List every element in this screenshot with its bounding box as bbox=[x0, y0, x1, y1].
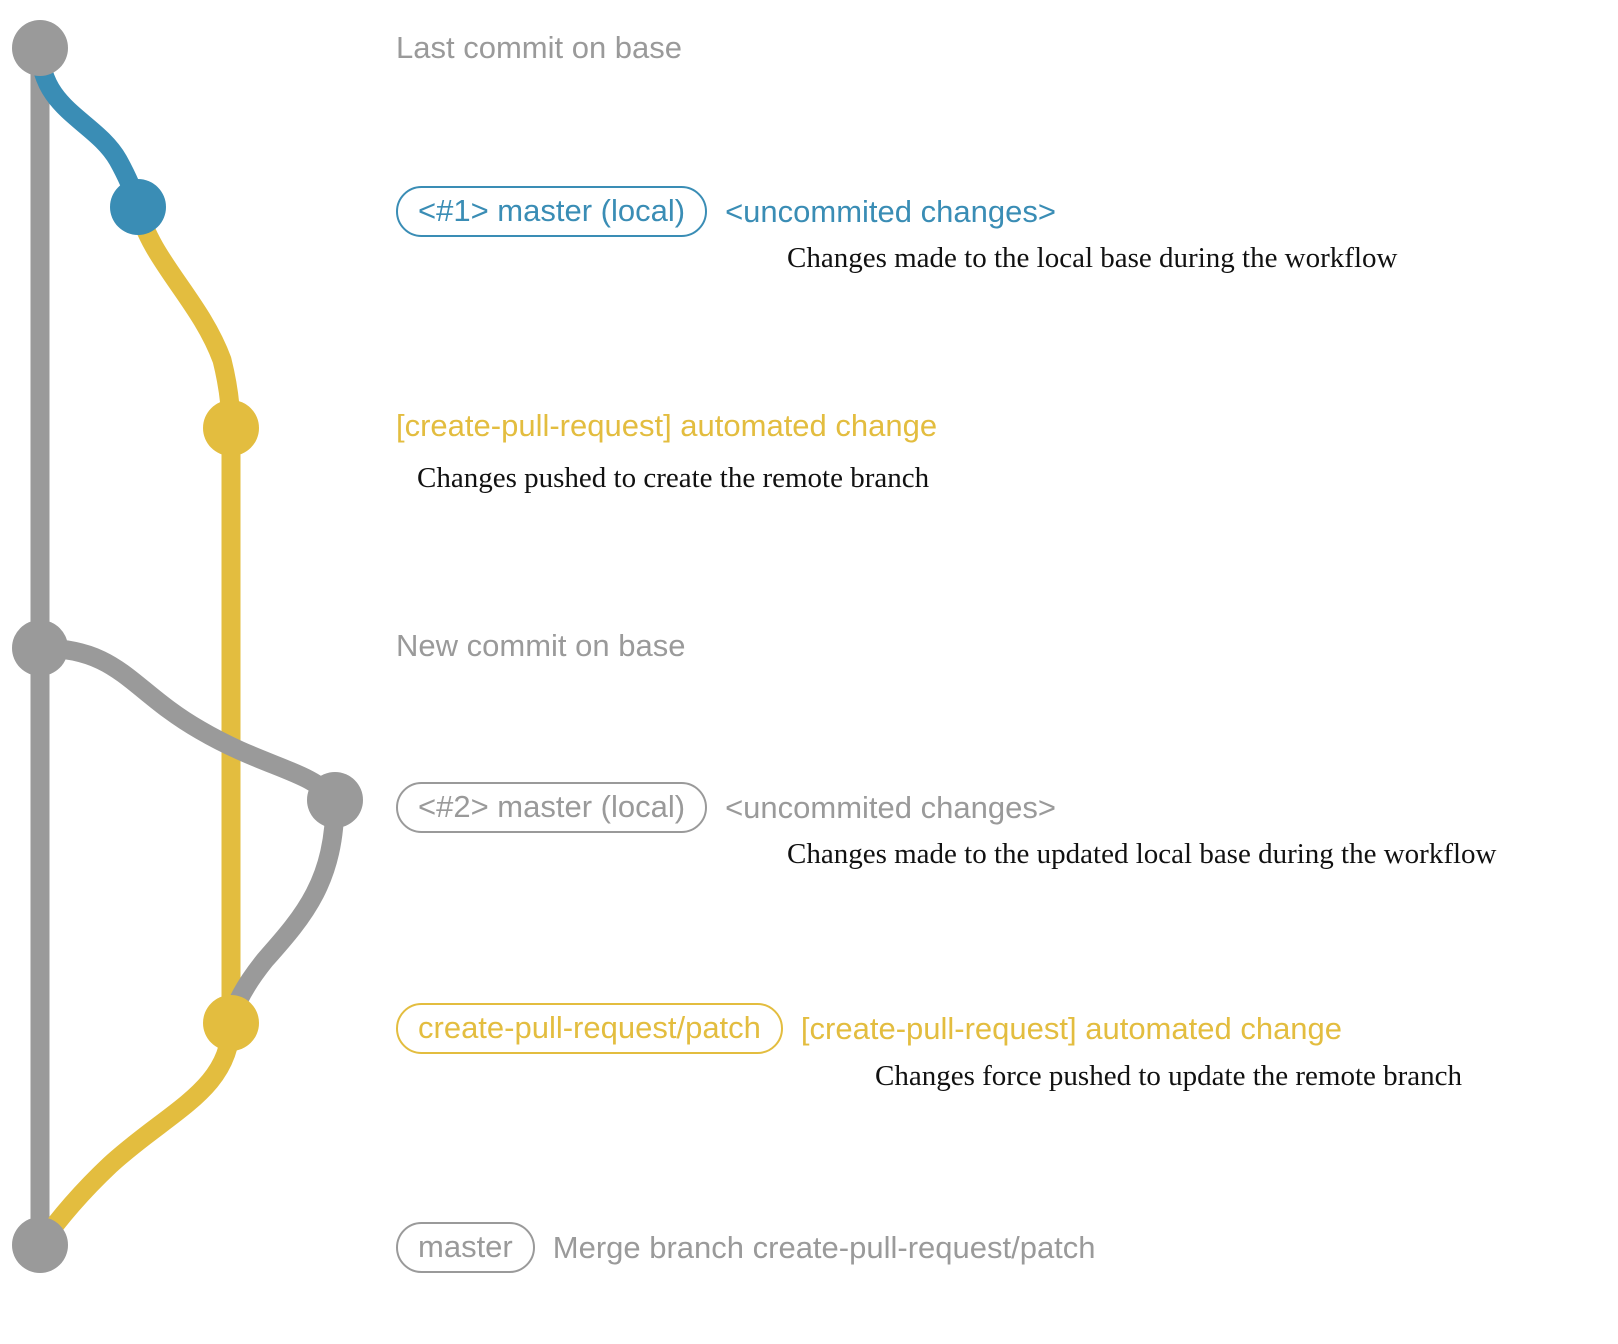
commit-description: Changes pushed to create the remote bran… bbox=[417, 462, 930, 494]
commit-description: Changes made to the updated local base d… bbox=[787, 838, 1497, 870]
commit-node-local-2[interactable] bbox=[307, 772, 363, 828]
commit-subject: Merge branch create-pull-request/patch bbox=[552, 1230, 1096, 1265]
row-local-commit-1: <#1> master (local) <uncommited changes> bbox=[396, 186, 1056, 237]
row-merge-commit: master Merge branch create-pull-request/… bbox=[396, 1222, 1096, 1273]
commit-subject: New commit on base bbox=[396, 628, 686, 663]
commit-subject: [create-pull-request] automated change bbox=[396, 408, 938, 443]
row-local-commit-2: <#2> master (local) <uncommited changes> bbox=[396, 782, 1056, 833]
commit-subject: <uncommited changes> bbox=[725, 194, 1056, 229]
merge-line bbox=[30, 1013, 241, 1255]
commit-description: Changes made to the local base during th… bbox=[787, 242, 1398, 274]
commit-node-base-last[interactable] bbox=[12, 20, 68, 76]
row-remote-commit-2: create-pull-request/patch [create-pull-r… bbox=[396, 1003, 1342, 1054]
commit-node-remote-2[interactable] bbox=[203, 995, 259, 1051]
commit-node-base-new[interactable] bbox=[12, 620, 68, 676]
commit-nodes bbox=[12, 20, 363, 1273]
row-remote-commit-1: [create-pull-request] automated change bbox=[396, 410, 937, 441]
branch-badge-master[interactable]: master bbox=[396, 1222, 535, 1273]
branch-badge-create-pull-request-patch[interactable]: create-pull-request/patch bbox=[396, 1003, 783, 1054]
row-new-commit-on-base: New commit on base bbox=[396, 630, 685, 661]
branch-badge-master-local-1[interactable]: <#1> master (local) bbox=[396, 186, 708, 237]
branch-badge-master-local-2[interactable]: <#2> master (local) bbox=[396, 782, 708, 833]
commit-subject: <uncommited changes> bbox=[725, 790, 1056, 825]
commit-subject: [create-pull-request] automated change bbox=[800, 1011, 1343, 1046]
local-branch-line-2 bbox=[30, 638, 345, 810]
commit-node-remote-1[interactable] bbox=[203, 400, 259, 456]
commit-subject: Last commit on base bbox=[396, 30, 683, 65]
row-last-commit-on-base: Last commit on base bbox=[396, 32, 682, 63]
commit-description: Changes force pushed to update the remot… bbox=[875, 1060, 1463, 1092]
commit-node-merge[interactable] bbox=[12, 1217, 68, 1273]
commit-node-local-1[interactable] bbox=[110, 179, 166, 235]
